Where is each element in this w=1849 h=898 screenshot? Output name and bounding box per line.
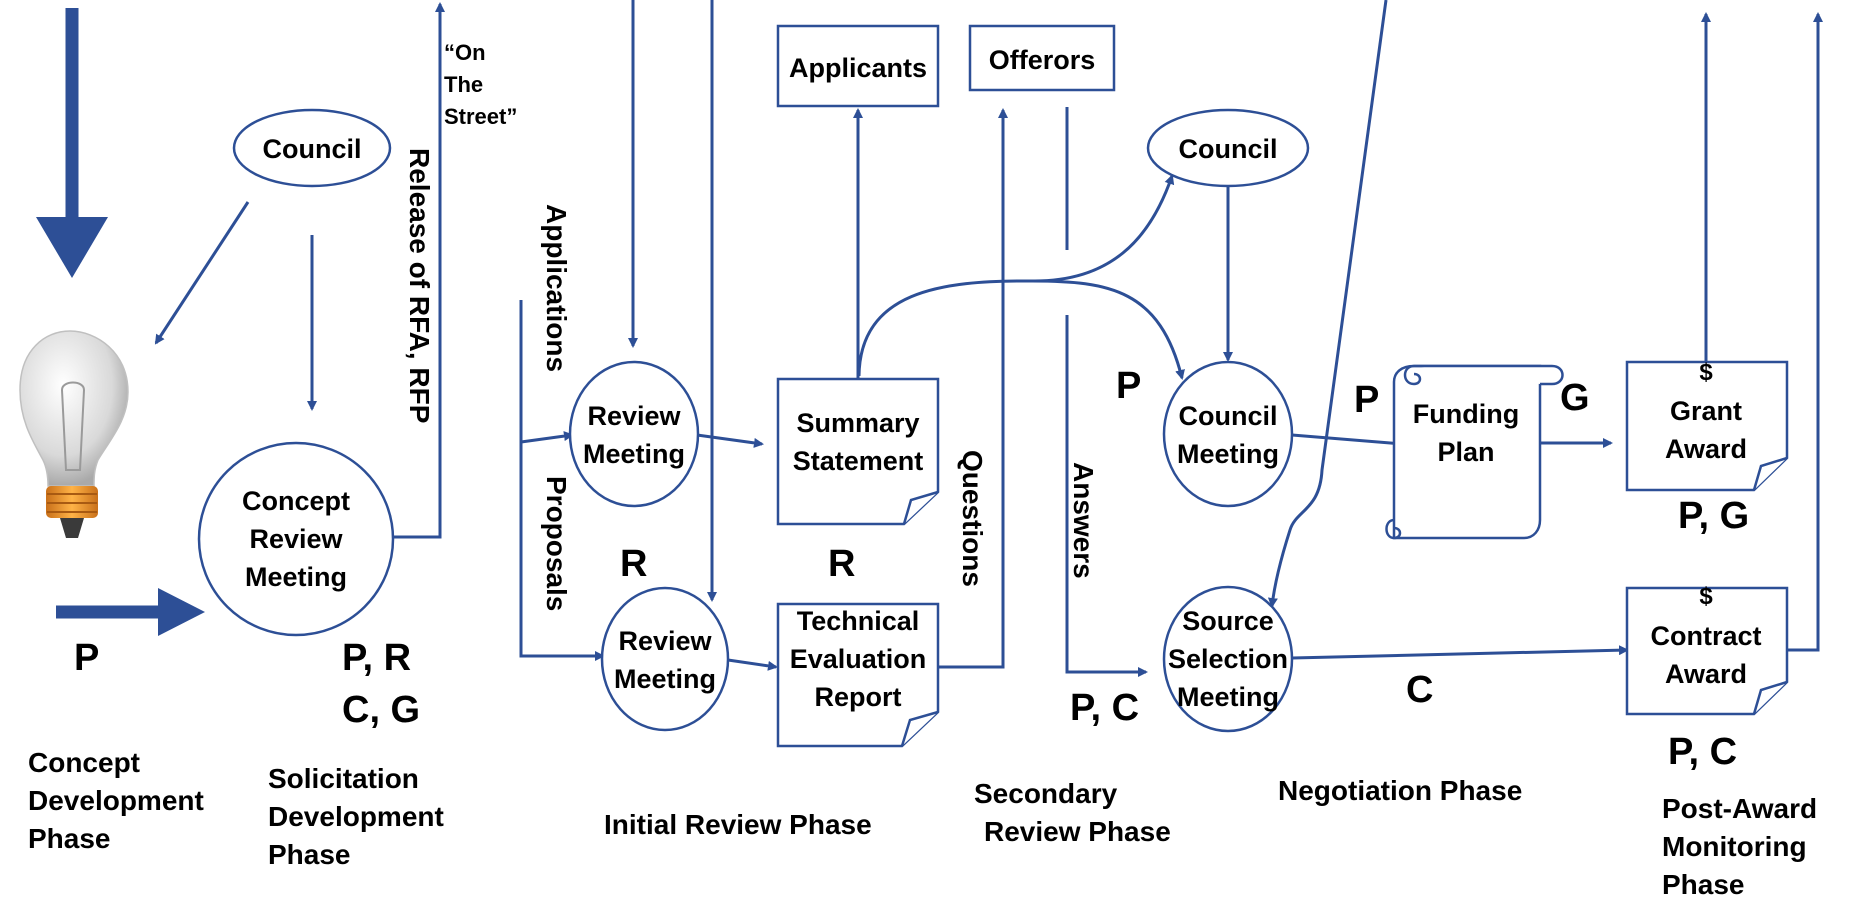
phase-concept-line-2: Development [28,785,204,816]
light-bulb-icon [19,330,129,538]
contract-award-line-2: Award [1665,659,1747,689]
source-selection-meeting-node: Source Selection Meeting [1162,585,1294,733]
council-right-node: Council [1146,108,1310,188]
funding-plan-line-1: Funding [1413,399,1519,429]
on-the-street-line-1: “On [444,40,486,65]
summary-statement-node: Summary Statement [776,377,940,526]
review-meeting-1-node: Review Meeting [568,360,700,508]
release-label: Release of RFA, RFP [404,148,435,423]
role-letters: P P, R C, G R R P P, C P G P, G C P, C [74,365,1749,773]
answers-arrow [1065,315,1148,677]
contract-award-dollar: $ [1699,583,1713,610]
phase-negotiation: Negotiation Phase [1278,775,1522,806]
summary-to-council-curve [857,174,1175,377]
council-left-label: Council [263,134,362,164]
role-secondary-council: P [1116,365,1141,407]
phase-post-award-line-3: Phase [1662,869,1745,898]
phase-labels: Concept Development Phase Solicitation D… [28,747,1817,898]
concept-review-meeting-node: Concept Review Meeting [197,441,395,637]
funding-plan-line-2: Plan [1437,437,1494,467]
grant-award-node: $ Grant Award [1625,359,1789,492]
source-selection-line-1: Source [1182,606,1274,636]
concept-review-line-2: Review [249,524,343,554]
contract-award-line-1: Contract [1650,621,1761,651]
offerors-label: Offerors [989,45,1096,75]
diagonal-to-source-selection [1267,0,1388,608]
phase-solicitation-line-1: Solicitation [268,763,419,794]
review-meeting-1-line-1: Review [587,401,681,431]
council-right-label: Council [1179,134,1278,164]
contract-award-up-arrow [1788,12,1823,652]
offerors-node: Offerors [968,24,1116,92]
role-grant-award: P, G [1678,495,1749,537]
phase-solicitation-line-3: Phase [268,839,351,870]
concept-review-line-3: Meeting [245,562,347,592]
release-arrow [394,2,445,539]
council-meeting-to-funding-arrow [1291,433,1405,449]
phase-secondary-line-2: Review Phase [984,816,1171,847]
role-contract-path: C [1406,669,1433,711]
phase-post-award-line-2: Monitoring [1662,831,1807,862]
phase-solicitation-line-2: Development [268,801,444,832]
source-selection-line-3: Meeting [1177,682,1279,712]
phase-initial-review: Initial Review Phase [604,809,872,840]
applications-label: Applications [541,204,572,372]
phase-concept-line-3: Phase [28,823,111,854]
connectors [36,0,1823,677]
role-funding-out: G [1560,377,1590,419]
phase-post-award-line-1: Post-Award [1662,793,1817,824]
on-the-street-line-3: Street” [444,104,517,129]
review-meeting-2-line-2: Meeting [614,664,716,694]
input-arrow-left-head [158,588,205,636]
review-meeting-1-line-2: Meeting [583,439,685,469]
review-meeting-2-node: Review Meeting [600,586,730,732]
grant-award-dollar: $ [1699,359,1713,386]
role-review-2: R [828,543,855,585]
contract-award-node: $ Contract Award [1625,583,1789,716]
source-selection-line-2: Selection [1168,644,1288,674]
role-source-selection: P, C [1070,687,1139,729]
council-meeting-line-1: Council [1179,401,1278,431]
summary-statement-line-1: Summary [796,408,919,438]
proposals-label: Proposals [541,476,572,611]
on-the-street-line-2: The [444,72,483,97]
phase-secondary-line-1: Secondary [974,778,1118,809]
grant-award-line-2: Award [1665,434,1747,464]
phase-concept-line-1: Concept [28,747,140,778]
applications-arrow [520,431,574,444]
source-selection-to-contract-arrow [1291,645,1629,660]
questions-label: Questions [957,450,988,587]
summary-statement-line-2: Statement [793,446,924,476]
council-meeting-line-2: Meeting [1177,439,1279,469]
ter-line-1: Technical [797,606,920,636]
role-contract-award: P, C [1668,731,1737,773]
review-to-ter-arrow [727,658,778,671]
ter-line-3: Report [815,682,902,712]
ter-line-2: Evaluation [790,644,927,674]
role-solicitation-line-2: C, G [342,689,420,731]
role-review-1: R [620,543,647,585]
role-solicitation-line-1: P, R [342,637,411,679]
council-left-node: Council [232,108,392,188]
applicants-node: Applicants [776,24,940,108]
applications-proposals-bracket [519,300,605,661]
role-concept: P [74,637,99,679]
council-meeting-node: Council Meeting [1162,360,1294,508]
review-meeting-2-line-1: Review [618,626,712,656]
edge-labels: “On The Street” Release of RFA, RFP Appl… [404,40,1099,611]
questions-arrow [937,108,1008,669]
summary-to-council-meeting-curve [1031,279,1185,380]
input-arrow-top-head [36,217,108,278]
council-to-bulb-arrow [154,201,250,345]
role-funding-in: P [1354,379,1379,421]
grant-award-line-1: Grant [1670,396,1742,426]
funding-plan-node: Funding Plan [1385,364,1564,540]
review-to-summary-arrow [696,433,764,448]
concept-review-line-1: Concept [242,486,350,516]
answers-label: Answers [1068,462,1099,579]
applicants-label: Applicants [789,53,927,83]
technical-evaluation-report-node: Technical Evaluation Report [776,602,940,748]
